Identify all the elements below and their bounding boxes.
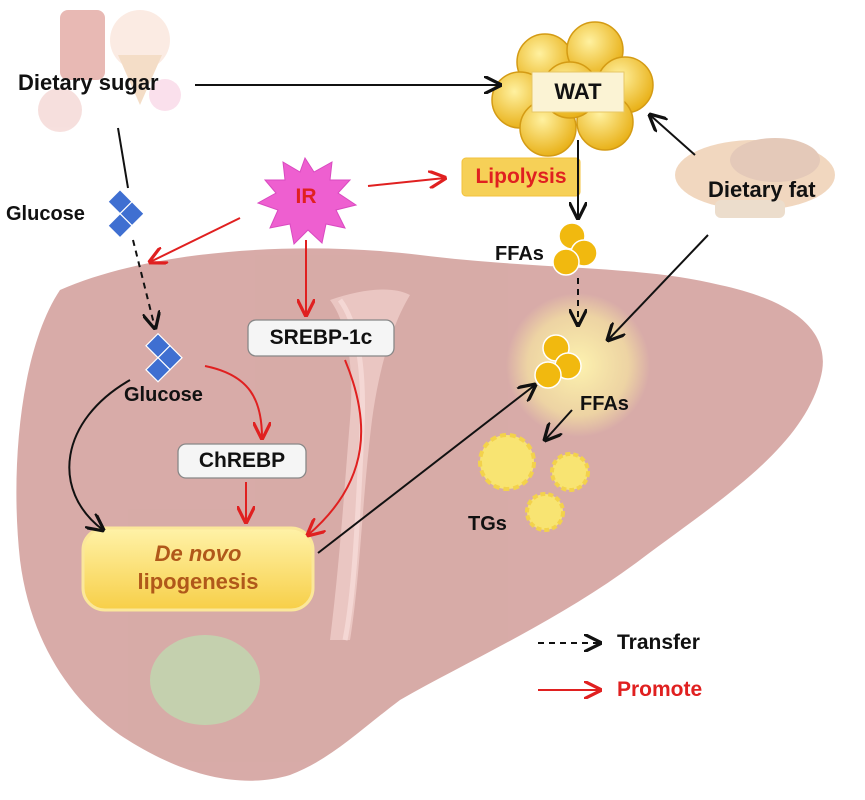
dietary-sugar-illustration	[38, 10, 181, 132]
srebp-label: SREBP-1c	[269, 326, 373, 349]
wat-label-box	[531, 71, 625, 113]
tgs-label: TGs	[468, 513, 507, 535]
ffas-label-liver: FFAs	[580, 393, 629, 415]
dnl-label-line1: De novo	[154, 541, 242, 566]
legend-transfer-label: Transfer	[617, 631, 700, 654]
lipolysis-box	[461, 157, 581, 197]
glucose-molecule-liver	[145, 332, 183, 383]
chrebp-box	[177, 443, 307, 479]
chrebp-label: ChREBP	[198, 449, 286, 472]
glucose-label-top: Glucose	[6, 203, 85, 225]
black-arrows	[68, 85, 709, 554]
ir-burst	[256, 156, 358, 246]
srebp-box	[247, 319, 395, 357]
dietary-fat-label: Dietary fat	[708, 177, 816, 202]
dietary-fat-illustration	[675, 138, 835, 218]
wat-label: WAT	[554, 79, 602, 104]
glucose-molecule-top	[107, 188, 145, 239]
glucose-label-liver: Glucose	[124, 384, 203, 406]
dietary-sugar-label: Dietary sugar	[18, 70, 159, 95]
dnl-box	[81, 526, 315, 612]
lipolysis-label: Lipolysis	[475, 165, 567, 188]
ir-label: IR	[295, 185, 317, 208]
ffas-molecules-liver	[534, 334, 582, 389]
tg-droplets	[478, 433, 590, 532]
dnl-label-line2: lipogenesis	[137, 569, 259, 594]
legend-promote-label: Promote	[617, 678, 703, 701]
ffas-label-top: FFAs	[495, 243, 544, 265]
ffas-molecules-top	[552, 222, 598, 276]
red-arrows	[150, 178, 445, 535]
